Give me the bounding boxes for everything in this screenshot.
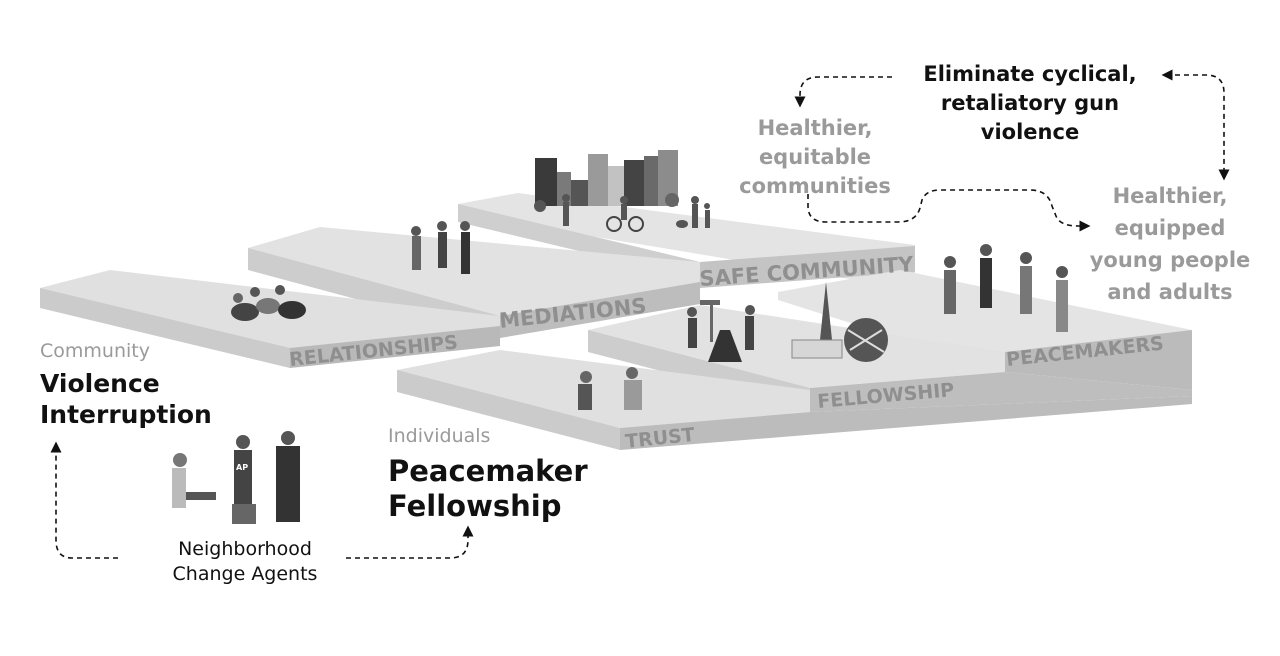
arrow-agents-to-fellowship bbox=[346, 525, 474, 559]
outcome-people-line-1: Healthier, bbox=[1112, 184, 1228, 208]
individuals-title: Peacemaker Fellowship bbox=[388, 454, 588, 524]
step-trust bbox=[397, 350, 1192, 450]
community-title-line-2: Interruption bbox=[40, 400, 212, 429]
outcome-communities-label: Healthier, equitable communities bbox=[730, 114, 900, 201]
arrow-goal-to-communities bbox=[794, 76, 892, 108]
peacemaker-people-illustration bbox=[944, 244, 1068, 332]
goal-label: Eliminate cyclical, retaliatory gun viol… bbox=[900, 60, 1160, 147]
goal-line-1: Eliminate cyclical, bbox=[923, 62, 1137, 86]
arrow-communities-to-people bbox=[807, 189, 1091, 232]
city-skyline-illustration bbox=[534, 150, 679, 212]
outcome-people-line-3: young people bbox=[1089, 248, 1251, 272]
arrow-agents-to-interruption bbox=[50, 441, 118, 559]
change-agents-line-1: Neighborhood bbox=[178, 538, 312, 560]
community-tag: Community bbox=[40, 340, 150, 362]
arrow-goal-to-people bbox=[1161, 69, 1230, 181]
relationship-group-illustration bbox=[231, 285, 306, 321]
change-agents-illustration: AP bbox=[172, 431, 300, 524]
outcome-communities-line-3: communities bbox=[739, 174, 891, 198]
community-people-illustration bbox=[562, 194, 710, 232]
trust-people-illustration bbox=[578, 367, 642, 410]
community-title-line-1: Violence bbox=[40, 369, 160, 398]
outcome-people-label: Healthier, equipped young people and adu… bbox=[1080, 180, 1260, 308]
fellowship-scene-illustration bbox=[687, 282, 888, 362]
agent-badge: AP bbox=[236, 463, 248, 472]
step-peacemakers bbox=[778, 270, 1192, 390]
outcome-communities-line-2: equitable bbox=[758, 145, 872, 169]
mediation-people-illustration bbox=[411, 221, 470, 274]
outcome-people-line-4: and adults bbox=[1107, 280, 1233, 304]
individuals-tag: Individuals bbox=[388, 425, 491, 447]
goal-line-3: violence bbox=[980, 120, 1080, 144]
outcome-communities-line-1: Healthier, bbox=[757, 116, 873, 140]
individuals-title-line-2: Fellowship bbox=[388, 489, 562, 523]
community-title: Violence Interruption bbox=[40, 368, 212, 430]
change-agents-line-2: Change Agents bbox=[172, 563, 318, 585]
goal-line-2: retaliatory gun bbox=[940, 91, 1120, 115]
individuals-title-line-1: Peacemaker bbox=[388, 454, 588, 488]
change-agents-label: Neighborhood Change Agents bbox=[140, 537, 350, 587]
outcome-people-line-2: equipped bbox=[1114, 216, 1226, 240]
